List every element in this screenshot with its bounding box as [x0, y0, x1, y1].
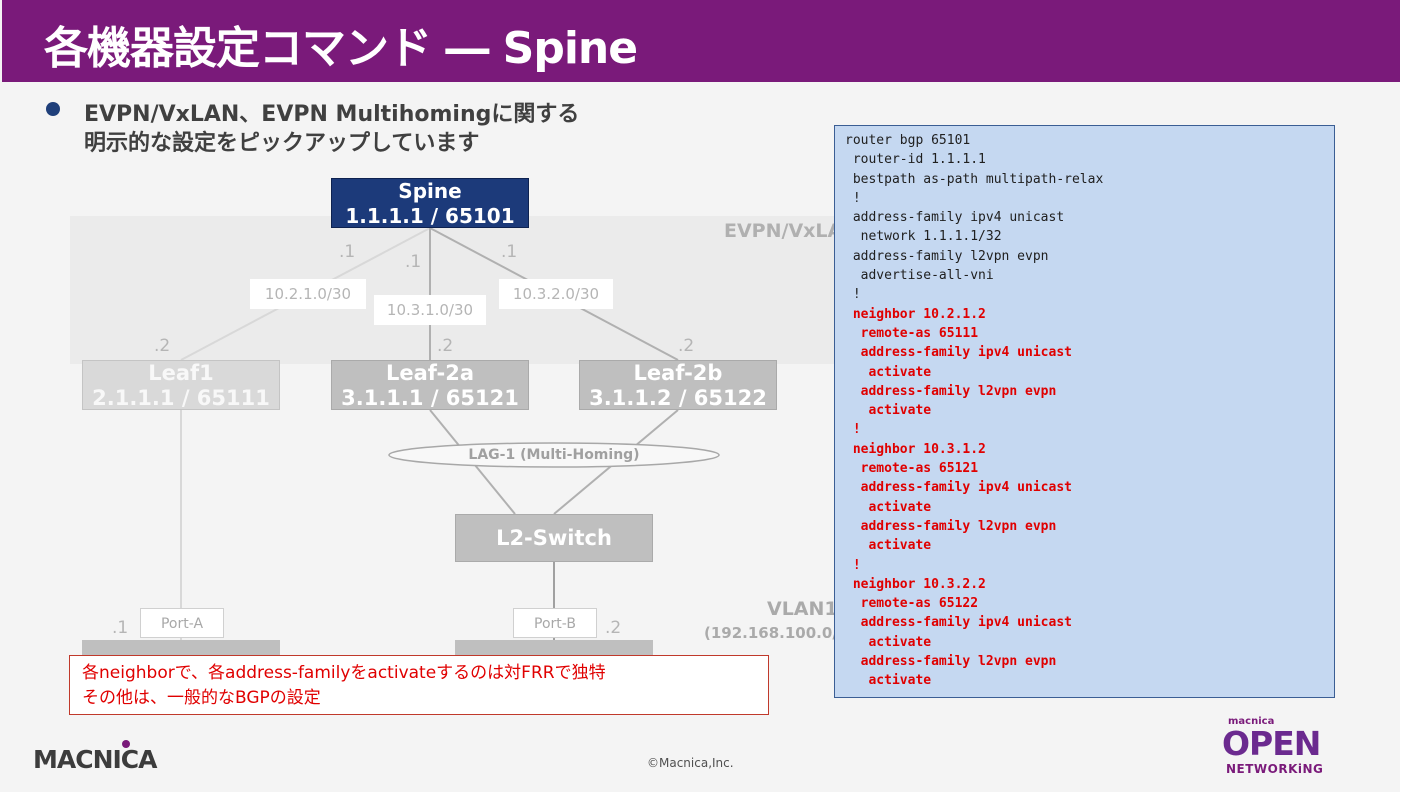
config-line: activate — [845, 364, 932, 380]
config-line: address-family ipv4 unicast — [845, 480, 1072, 496]
leaf2a-addr: 3.1.1.1 / 65121 — [341, 386, 519, 410]
config-line: advertise-all-vni — [845, 268, 994, 284]
macnica-logo-dot-icon — [122, 740, 130, 748]
macnica-logo: MACNICA — [33, 745, 157, 774]
leaf1-node: Leaf1 2.1.1.1 / 65111 — [82, 360, 280, 410]
spine-ip-leaf2b-side: .1 — [501, 242, 518, 262]
config-line: activate — [845, 403, 932, 419]
port-b-ip: .2 — [605, 618, 622, 638]
config-line: activate — [845, 499, 932, 515]
config-line: remote-as 65111 — [845, 325, 979, 341]
bullet-icon — [46, 102, 60, 116]
config-line: activate — [845, 673, 932, 689]
lag-ellipse — [388, 442, 720, 468]
copyright: ©Macnica,Inc. — [647, 756, 734, 770]
l2-switch-node: L2-Switch — [455, 514, 653, 562]
note-line1: 各neighborで、各address-familyをactivateするのは対… — [82, 663, 606, 683]
config-line: neighbor 10.2.1.2 — [845, 306, 986, 322]
leaf2b-addr: 3.1.1.2 / 65122 — [589, 386, 767, 410]
open-networking-logo: OPEN — [1222, 724, 1321, 763]
config-line: address-family l2vpn evpn — [845, 248, 1049, 264]
leaf1-addr: 2.1.1.1 / 65111 — [92, 386, 270, 410]
config-line: address-family ipv4 unicast — [845, 345, 1072, 361]
host-b-bar — [455, 640, 653, 656]
spine-ip-leaf2a-side: .1 — [405, 252, 422, 272]
config-line: ! — [845, 287, 861, 303]
leaf2b-node: Leaf-2b 3.1.1.2 / 65122 — [579, 360, 777, 410]
config-line: neighbor 10.3.2.2 — [845, 576, 986, 592]
page-edge — [1400, 0, 1405, 792]
leaf1-ip: .2 — [154, 336, 171, 356]
open-networking-logo-small: macnica — [1228, 716, 1275, 727]
config-line: ! — [845, 557, 861, 573]
config-line: bestpath as-path multipath-relax — [845, 171, 1104, 187]
spine-name: Spine — [398, 179, 462, 203]
config-line: remote-as 65122 — [845, 596, 979, 612]
subnet-label-leaf2b: 10.3.2.0/30 — [499, 279, 613, 309]
config-line: router-id 1.1.1.1 — [845, 152, 986, 168]
config-line: address-family l2vpn evpn — [845, 383, 1057, 399]
spine-node: Spine 1.1.1.1 / 65101 — [331, 178, 529, 228]
leaf2b-ip: .2 — [678, 336, 695, 356]
config-code-box: router bgp 65101 router-id 1.1.1.1 bestp… — [834, 125, 1335, 698]
config-line: address-family ipv4 unicast — [845, 615, 1072, 631]
subnet-label-leaf1: 10.2.1.0/30 — [250, 279, 366, 309]
config-line: address-family ipv4 unicast — [845, 210, 1065, 226]
config-line: activate — [845, 538, 932, 554]
note-line2: その他は、一般的なBGPの設定 — [82, 688, 321, 708]
config-line: activate — [845, 634, 932, 650]
spine-addr: 1.1.1.1 / 65101 — [345, 204, 515, 228]
port-a-ip: .1 — [112, 618, 129, 638]
port-b-label: Port-B — [513, 608, 597, 638]
vlan-subnet: (192.168.100.0/ — [704, 624, 838, 642]
leaf2a-ip: .2 — [437, 336, 454, 356]
config-line: address-family l2vpn evpn — [845, 518, 1057, 534]
config-line: network 1.1.1.1/32 — [845, 229, 1002, 245]
leaf1-name: Leaf1 — [148, 361, 214, 385]
open-networking-logo-sub: NETWORKiNG — [1226, 762, 1324, 776]
host-a-bar — [82, 640, 280, 656]
leaf2a-node: Leaf-2a 3.1.1.1 / 65121 — [331, 360, 529, 410]
config-line: remote-as 65121 — [845, 461, 979, 477]
vlan-name: VLAN1 — [767, 598, 838, 620]
note-box: 各neighborで、各address-familyをactivateするのは対… — [69, 655, 769, 715]
leaf2a-name: Leaf-2a — [385, 361, 475, 385]
config-line: neighbor 10.3.1.2 — [845, 441, 986, 457]
title-bar: 各機器設定コマンド ― Spine — [2, 0, 1400, 82]
bullet-text-line1: EVPN/VxLAN、EVPN Multihomingに関する — [84, 102, 580, 127]
spine-ip-leaf1-side: .1 — [339, 242, 356, 262]
config-line: address-family l2vpn evpn — [845, 654, 1057, 670]
evpn-band — [70, 216, 850, 364]
page-title: 各機器設定コマンド ― Spine — [44, 23, 638, 74]
evpn-band-label: EVPN/VxLA — [724, 220, 843, 242]
bullet-text-line2: 明示的な設定をピックアップしています — [84, 131, 480, 156]
subnet-label-leaf2a: 10.3.1.0/30 — [374, 295, 486, 325]
config-line: ! — [845, 422, 861, 438]
leaf2b-name: Leaf-2b — [633, 361, 723, 385]
config-line: router bgp 65101 — [845, 133, 971, 148]
config-line: ! — [845, 190, 861, 206]
lag-label: LAG-1 (Multi-Homing) — [468, 447, 640, 463]
port-a-label: Port-A — [140, 608, 224, 638]
